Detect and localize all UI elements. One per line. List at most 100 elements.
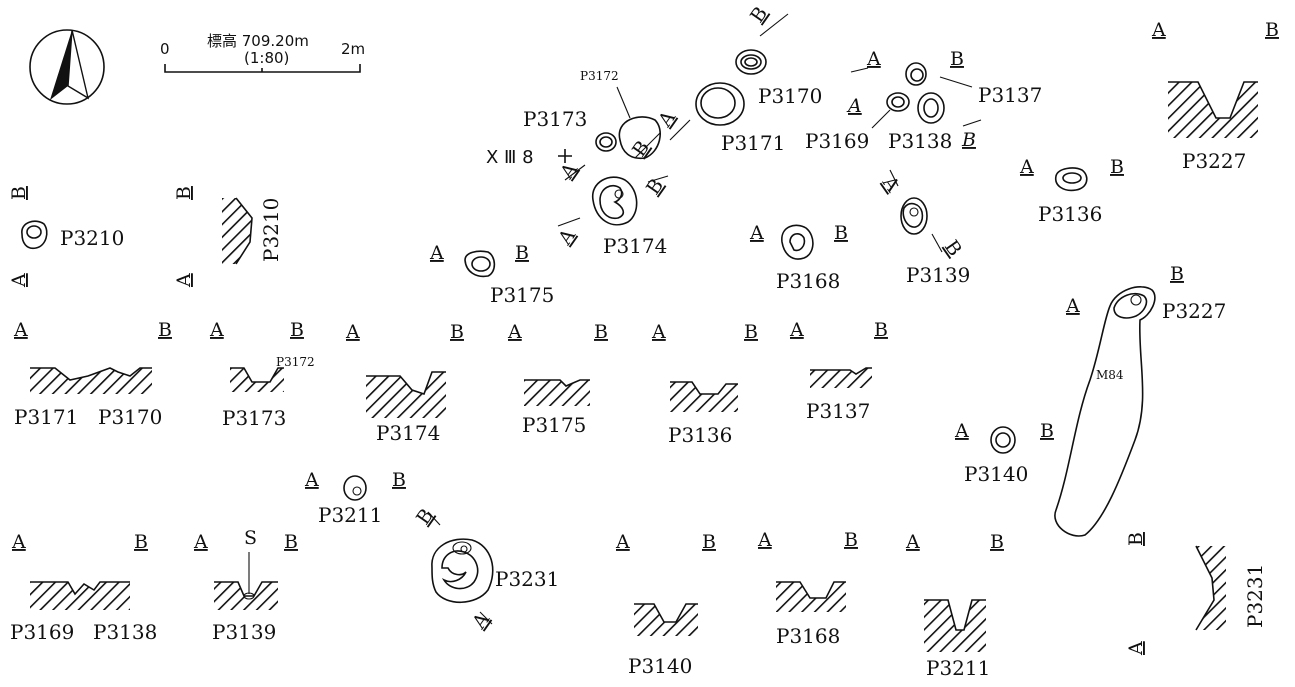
label-p3227-plan: P3227 xyxy=(1162,299,1226,323)
label-section-p3169: P3169 xyxy=(10,620,74,644)
scale-zero: 0 xyxy=(160,40,170,58)
svg-text:A: A xyxy=(877,171,904,196)
label-p3173: P3173 xyxy=(523,107,587,131)
svg-text:B: B xyxy=(940,236,966,260)
svg-text:B: B xyxy=(8,186,30,200)
svg-text:B: B xyxy=(744,321,758,343)
label-section-p3140: P3140 xyxy=(628,654,692,678)
svg-text:B: B xyxy=(702,531,716,553)
svg-text:B: B xyxy=(515,242,529,264)
svg-text:A: A xyxy=(556,159,583,184)
label-p3140: P3140 xyxy=(964,462,1028,486)
label-p3211: P3211 xyxy=(318,503,382,527)
svg-text:B: B xyxy=(961,129,976,151)
svg-text:A: A xyxy=(615,531,630,553)
pit-p3174: B A P3174 xyxy=(554,175,669,258)
label-section-p3173: P3173 xyxy=(222,406,286,430)
section-p3211: A B P3211 xyxy=(905,531,1004,680)
svg-text:B: B xyxy=(1040,420,1054,442)
label-p3231: P3231 xyxy=(495,567,559,591)
svg-text:A: A xyxy=(1065,295,1080,317)
pit-p3210: B A P3210 xyxy=(8,186,124,288)
svg-text:A: A xyxy=(905,531,920,553)
label-p3171: P3171 xyxy=(721,131,785,155)
pit-p3140: A B P3140 xyxy=(954,420,1054,486)
label-section-p3210: P3210 xyxy=(259,198,283,262)
label-section-p3231: P3231 xyxy=(1243,564,1267,628)
section-p3171-p3170: A B P3171 P3170 xyxy=(13,319,172,429)
scale-bar: 0 2m 標高 709.20m (1:80) xyxy=(160,32,365,73)
svg-text:A: A xyxy=(866,48,881,70)
svg-text:B: B xyxy=(290,319,304,341)
pit-p3175: A B P3175 xyxy=(429,242,554,307)
label-p3174: P3174 xyxy=(603,234,667,258)
pit-p3136: A B P3136 xyxy=(1019,156,1124,226)
scale-ratio: (1:80) xyxy=(244,49,289,67)
svg-text:A: A xyxy=(345,321,360,343)
svg-text:A: A xyxy=(173,273,195,288)
svg-text:B: B xyxy=(594,321,608,343)
svg-text:A: A xyxy=(11,531,26,553)
svg-text:B: B xyxy=(1125,532,1147,546)
label-section-p3138: P3138 xyxy=(93,620,157,644)
label-section-p3175: P3175 xyxy=(522,413,586,437)
label-p3170: P3170 xyxy=(758,84,822,108)
label-p3169: P3169 xyxy=(805,129,869,153)
svg-text:B: B xyxy=(1110,156,1124,178)
svg-text:A: A xyxy=(1125,641,1147,656)
label-section-p3211: P3211 xyxy=(926,656,990,680)
svg-text:A: A xyxy=(954,420,969,442)
pit-p3231: B A P3231 xyxy=(412,505,559,634)
svg-text:A: A xyxy=(209,319,224,341)
pit-p3170: B P3170 xyxy=(735,3,822,108)
svg-text:B: B xyxy=(874,319,888,341)
section-p3175: A B P3175 xyxy=(507,321,608,437)
pit-p3211: A B P3211 xyxy=(304,469,406,527)
grid-point: X Ⅲ 8 xyxy=(486,147,572,168)
svg-text:B: B xyxy=(990,531,1004,553)
svg-text:B: B xyxy=(1265,19,1279,41)
label-p3172: P3172 xyxy=(580,69,619,83)
svg-text:A: A xyxy=(193,531,208,553)
label-p3168: P3168 xyxy=(776,269,840,293)
svg-text:B: B xyxy=(746,3,772,27)
label-section-p3139: P3139 xyxy=(212,620,276,644)
svg-text:B: B xyxy=(834,222,848,244)
svg-text:A: A xyxy=(468,609,495,634)
svg-text:A: A xyxy=(1151,19,1166,41)
svg-text:A: A xyxy=(304,469,319,491)
svg-text:B: B xyxy=(1170,263,1184,285)
svg-text:A: A xyxy=(651,321,666,343)
label-section-p3174: P3174 xyxy=(376,421,440,445)
section-p3169-p3138: A B P3169 P3138 xyxy=(10,531,157,644)
section-p3210: B A P3210 xyxy=(173,186,283,288)
svg-text:A: A xyxy=(654,107,681,132)
svg-text:B: B xyxy=(284,531,298,553)
section-p3136: A B P3136 xyxy=(651,321,758,447)
section-p3140: A B P3140 xyxy=(615,531,716,678)
scale-elevation: 標高 709.20m xyxy=(207,32,309,50)
label-section-p3136: P3136 xyxy=(668,423,732,447)
svg-text:A: A xyxy=(554,225,581,250)
section-p3137: A B P3137 xyxy=(789,319,888,423)
pit-p3172-p3173: P3172 P3173 B A xyxy=(523,69,661,184)
svg-text:A: A xyxy=(13,319,28,341)
svg-text:A: A xyxy=(846,95,862,117)
label-p3137: P3137 xyxy=(978,83,1042,107)
svg-text:B: B xyxy=(134,531,148,553)
svg-text:B: B xyxy=(844,529,858,551)
label-section-p3227: P3227 xyxy=(1182,149,1246,173)
svg-text:B: B xyxy=(173,186,195,200)
svg-text:B: B xyxy=(392,469,406,491)
scale-max: 2m xyxy=(341,40,365,58)
label-p3175: P3175 xyxy=(490,283,554,307)
section-p3173: A B P3172 P3173 xyxy=(209,319,315,430)
label-section-p3170: P3170 xyxy=(98,405,162,429)
svg-text:B: B xyxy=(158,319,172,341)
label-p3210: P3210 xyxy=(60,226,124,250)
svg-text:A: A xyxy=(749,222,764,244)
label-section-p3137: P3137 xyxy=(806,399,870,423)
section-p3231: B A P3231 xyxy=(1125,532,1267,656)
label-section-p3171: P3171 xyxy=(14,405,78,429)
